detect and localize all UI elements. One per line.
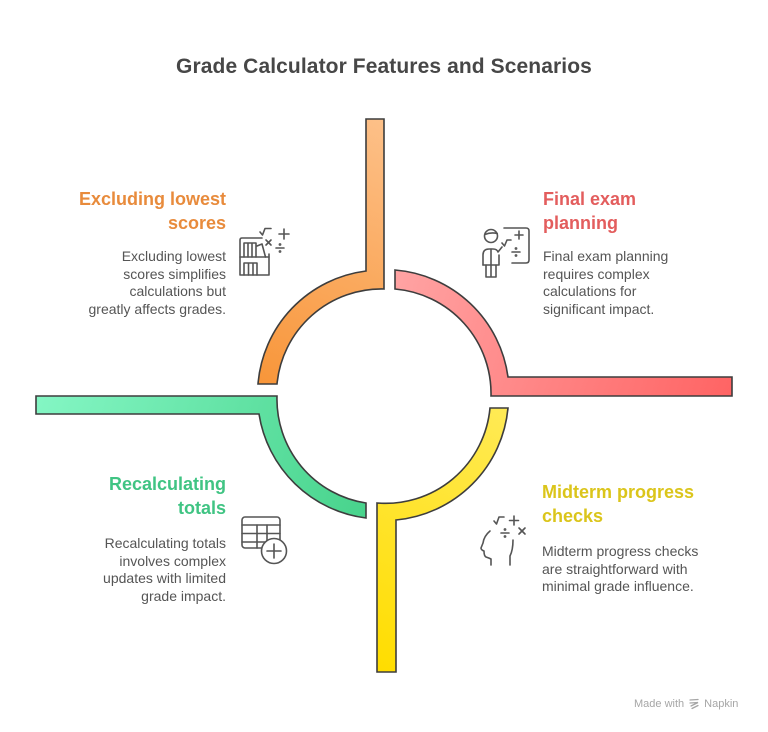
yellow-quadrant-shape <box>376 407 509 673</box>
head-math-icon <box>480 515 526 566</box>
heading-line: Excluding lowest <box>78 189 226 209</box>
heading-line: planning <box>543 212 618 233</box>
heading-line: scores <box>167 212 226 233</box>
description-line: requires complex <box>543 265 650 282</box>
excluding-lowest-scores-heading: Excluding lowest scores <box>26 188 226 235</box>
recalculating-totals-description: Recalculating totals involves complex up… <box>26 535 226 605</box>
description-line: Final exam planning <box>543 248 669 264</box>
description-line: Excluding lowest <box>121 248 226 264</box>
made-with-napkin-footer: Made with Napkin <box>634 697 738 711</box>
napkin-logo-icon <box>689 698 699 710</box>
recalculating-totals-heading: Recalculating totals <box>26 473 226 520</box>
description-line: are straightforward with <box>542 560 688 577</box>
description-line: greatly affects grades. <box>88 300 226 317</box>
red-quadrant-shape <box>394 269 733 397</box>
description-line: scores simplifies <box>123 265 226 282</box>
table-add-icon <box>241 516 288 565</box>
heading-line: checks <box>542 505 604 526</box>
final-exam-planning-description: Final exam planning requires complex cal… <box>543 248 743 318</box>
description-line: Recalculating totals <box>104 535 226 551</box>
heading-line: Midterm progress <box>542 482 695 502</box>
excluding-lowest-scores-description: Excluding lowest scores simplifies calcu… <box>26 248 226 318</box>
midterm-progress-checks-heading: Midterm progress checks <box>542 481 752 528</box>
final-exam-planning-heading: Final exam planning <box>543 188 743 235</box>
heading-line: Recalculating <box>108 474 226 494</box>
description-line: updates with limited <box>103 570 226 586</box>
description-line: Midterm progress checks <box>542 543 699 559</box>
description-line: minimal grade influence. <box>542 578 694 594</box>
description-line: significant impact. <box>543 300 655 317</box>
description-line: calculations for <box>543 283 637 299</box>
description-line: calculations but <box>129 283 226 299</box>
orange-quadrant-shape <box>257 118 385 385</box>
page-title: Grade Calculator Features and Scenarios <box>176 55 592 78</box>
heading-line: Final exam <box>543 189 637 209</box>
teacher-whiteboard-icon <box>482 227 530 278</box>
description-line: involves complex <box>119 552 226 569</box>
midterm-progress-checks-description: Midterm progress checks are straightforw… <box>542 543 752 596</box>
bookshelf-math-icon <box>239 227 290 276</box>
footer-made-with-text: Made with <box>634 698 685 710</box>
green-quadrant-shape <box>35 395 367 519</box>
footer-brand-text: Napkin <box>704 698 739 710</box>
description-line: grade impact. <box>141 587 226 604</box>
heading-line: totals <box>177 497 226 518</box>
